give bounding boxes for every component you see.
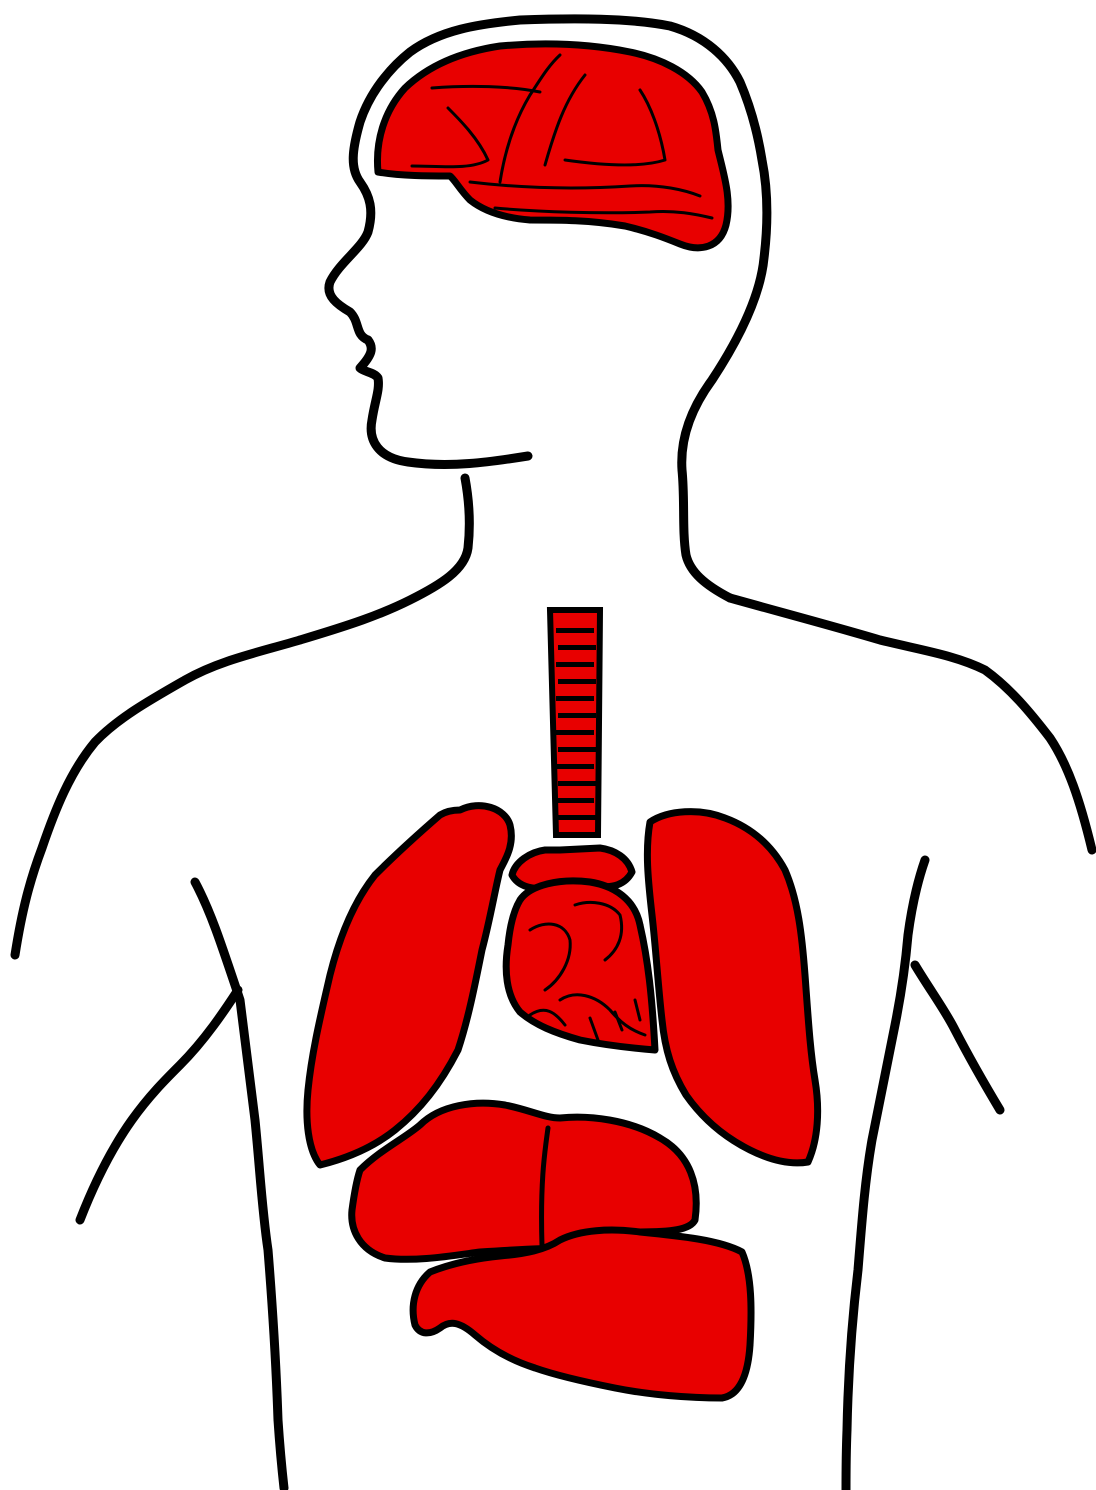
trachea-ring	[558, 781, 596, 786]
trachea-ring	[558, 679, 596, 684]
trachea-ring	[558, 747, 596, 752]
trachea-ring	[556, 628, 594, 633]
trachea-ring	[556, 798, 594, 803]
trachea-ring	[556, 662, 594, 667]
trachea-ring	[558, 713, 596, 718]
trachea-ring	[558, 815, 596, 820]
trachea-ring	[556, 764, 594, 769]
trachea-ring	[556, 730, 594, 735]
trachea-ring	[558, 645, 596, 650]
trachea-ring	[556, 696, 594, 701]
trachea	[550, 610, 600, 835]
